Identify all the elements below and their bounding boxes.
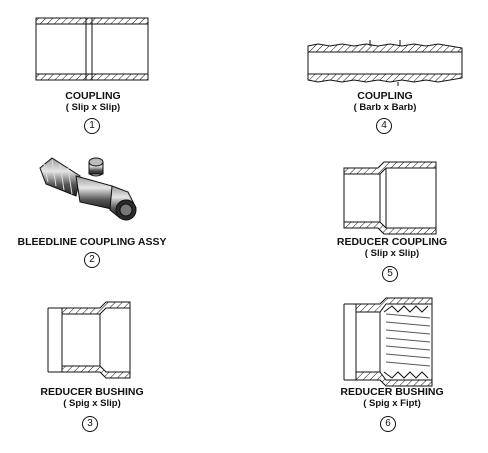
part-name: REDUCER BUSHING (40, 386, 144, 398)
part-spec: ( Slip x Slip) (65, 102, 121, 113)
part-spec: ( Slip x Slip) (364, 248, 420, 259)
part-name: COUPLING (65, 90, 121, 102)
part-number-badge: 1 (84, 118, 100, 134)
part-number-badge: 6 (380, 416, 396, 432)
part-label-6: REDUCER BUSHING ( Spig x Fipt) (340, 386, 443, 410)
part-name: COUPLING (357, 90, 413, 102)
part-spec: ( Spig x Fipt) (363, 398, 421, 409)
part-name: BLEEDLINE COUPLING ASSY (17, 236, 167, 248)
reducer-bushing-spig-slip-drawing (47, 301, 131, 379)
part-label-4: COUPLING ( Barb x Barb) (354, 90, 417, 114)
reducer-bushing-spig-fipt-drawing (343, 297, 433, 387)
part-number-badge: 4 (376, 118, 392, 134)
part-label-2: BLEEDLINE COUPLING ASSY (18, 236, 167, 248)
part-number-badge: 3 (82, 416, 98, 432)
part-number-badge: 2 (84, 252, 100, 268)
part-label-5: REDUCER COUPLING ( Slip x Slip) (337, 236, 447, 260)
part-name: REDUCER COUPLING (336, 236, 448, 248)
part-name: REDUCER BUSHING (340, 386, 444, 398)
part-label-3: REDUCER BUSHING ( Spig x Slip) (40, 386, 143, 410)
coupling-barb-barb-drawing (307, 40, 463, 86)
coupling-slip-slip-drawing (35, 17, 149, 81)
part-spec: ( Spig x Slip) (63, 398, 121, 409)
reducer-coupling-drawing (343, 161, 437, 235)
part-spec: ( Barb x Barb) (353, 102, 417, 113)
part-number-badge: 5 (382, 266, 398, 282)
part-label-1: COUPLING ( Slip x Slip) (65, 90, 120, 114)
bleedline-coupling-drawing (39, 157, 137, 221)
